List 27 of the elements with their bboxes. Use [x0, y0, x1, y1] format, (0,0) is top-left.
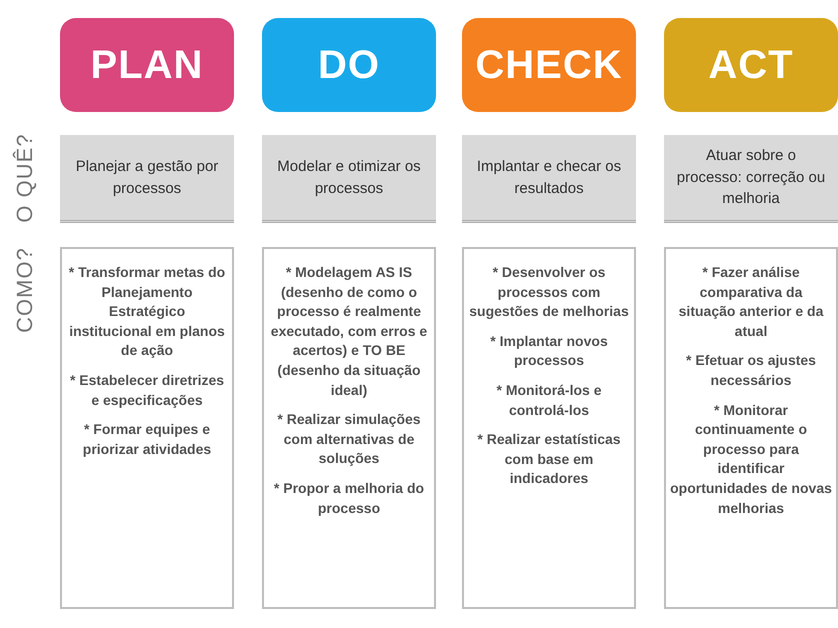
phase-header: PLAN [60, 18, 234, 112]
action-item: * Fazer análise comparativa da situação anterior e da atual [678, 263, 824, 341]
phase-header: ACT [664, 18, 838, 112]
action-item: * Formar equipes e priorizar atividades [82, 420, 212, 459]
goal-box: Modelar e otimizar os processos [262, 135, 436, 223]
action-item: * Implantar novos processos [489, 332, 609, 370]
goal-box: Atuar sobre o processo: correção ou melhoria [664, 135, 838, 223]
actions-box [60, 247, 234, 609]
action-item: * Monitorá-los e controlá-los [495, 380, 602, 420]
action-item: * Desenvolver os processos com sugestões de melhorias [468, 263, 630, 322]
action-item: * Modelagem AS IS (desenho de como o processo é realmente executado, com erros e acertos) e TO BE (desenho da situação ideal) [270, 263, 428, 400]
phase-header: CHECK [462, 18, 636, 112]
actions-box [262, 247, 436, 609]
action-item: * Propor a melhoria do processo [272, 478, 426, 518]
action-item: * Monitorar continuamente o processo para identificar oportunidades de novas melhorias [670, 400, 832, 518]
goal-box: Implantar e checar os resultados [462, 135, 636, 223]
action-item: * Estabelecer diretrizes e especificações [68, 370, 226, 410]
action-item: * Efetuar os ajustes necessários [685, 351, 817, 390]
action-item: * Transformar metas do Planejamento Estratégico institucional em planos de ação [68, 263, 226, 360]
actions-box [664, 247, 838, 609]
row-label: O QUÊ? [12, 133, 38, 223]
row-label: COMO? [12, 247, 38, 333]
goal-box: Planejar a gestão por processos [60, 135, 234, 223]
actions-box [462, 247, 636, 609]
phase-header: DO [262, 18, 436, 112]
action-item: * Realizar estatísticas com base em indicadores [476, 430, 622, 488]
action-item: * Realizar simulações com alternativas de soluções [276, 410, 422, 468]
